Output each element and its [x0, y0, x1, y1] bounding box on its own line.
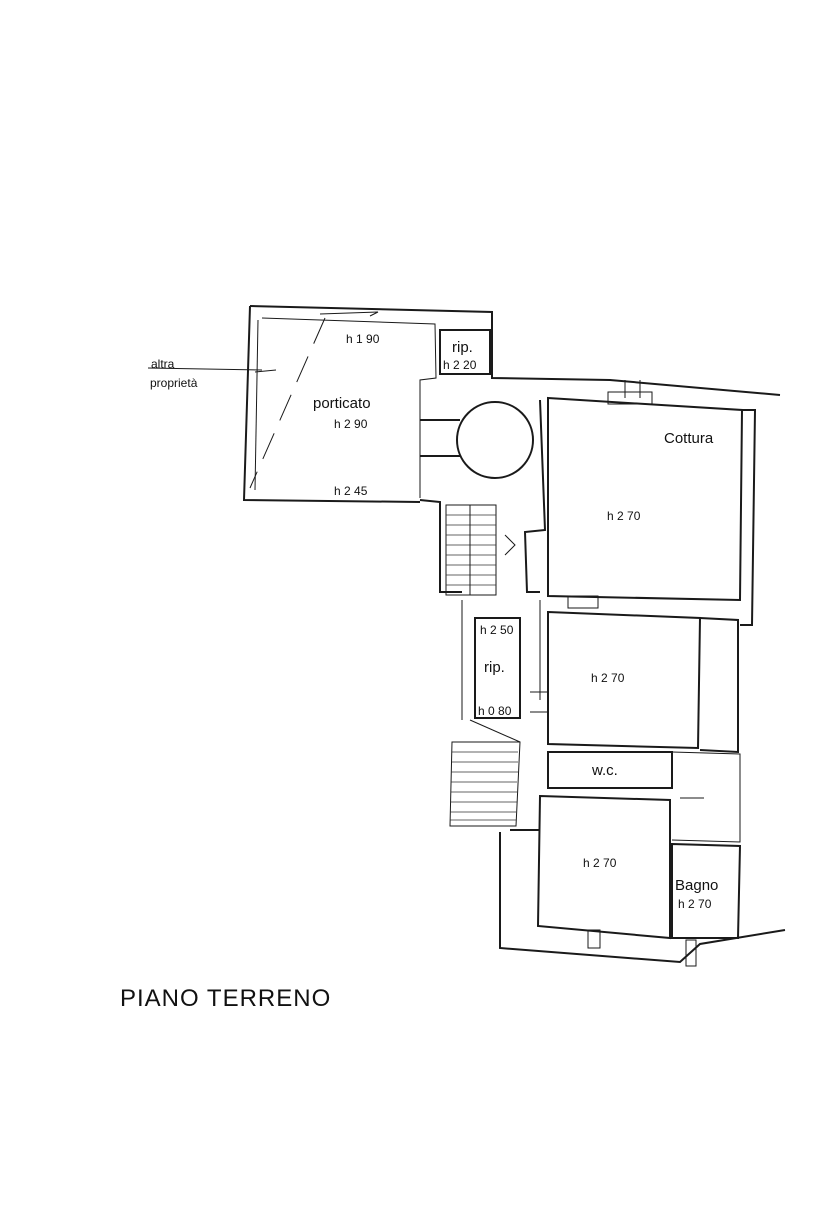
room-mid-walls — [530, 610, 739, 754]
porticato-walls — [242, 305, 781, 503]
porticato-h-center: h 2 90 — [334, 417, 368, 431]
rip-mid-walls — [461, 600, 541, 720]
staircase-lower — [449, 719, 521, 827]
cottura-label: Cottura — [664, 430, 714, 447]
cottura-walls — [547, 380, 757, 626]
cottura-h: h 2 70 — [607, 509, 641, 523]
porticato-label: porticato — [313, 395, 371, 412]
neighbor-label-line2: proprietà — [150, 376, 198, 390]
neighbor-label-line1: altra — [151, 357, 175, 371]
bagno-h: h 2 70 — [678, 897, 712, 911]
bagno-walls — [671, 842, 742, 967]
rip-top-h: h 2 20 — [443, 358, 477, 372]
room-mid-h: h 2 70 — [591, 671, 625, 685]
wc-label: w.c. — [591, 762, 618, 779]
wc-walls — [547, 751, 741, 843]
rip-top-walls — [439, 329, 491, 375]
staircase-upper — [445, 504, 516, 596]
room-low-walls — [499, 794, 786, 964]
rip-mid-label: rip. — [484, 659, 505, 676]
bagno-label: Bagno — [675, 877, 718, 894]
corridor-walls — [419, 399, 547, 593]
rip-mid-h-top: h 2 50 — [480, 623, 514, 637]
neighbor-leader-line — [147, 367, 263, 371]
rip-mid-h-bottom: h 0 80 — [478, 704, 512, 718]
rip-top-label: rip. — [452, 339, 473, 356]
porticato-h-bottom: h 2 45 — [334, 484, 368, 498]
room-low-h: h 2 70 — [583, 856, 617, 870]
plan-title: PIANO TERRENO — [120, 985, 331, 1012]
porticato-h-top: h 1 90 — [346, 332, 380, 346]
